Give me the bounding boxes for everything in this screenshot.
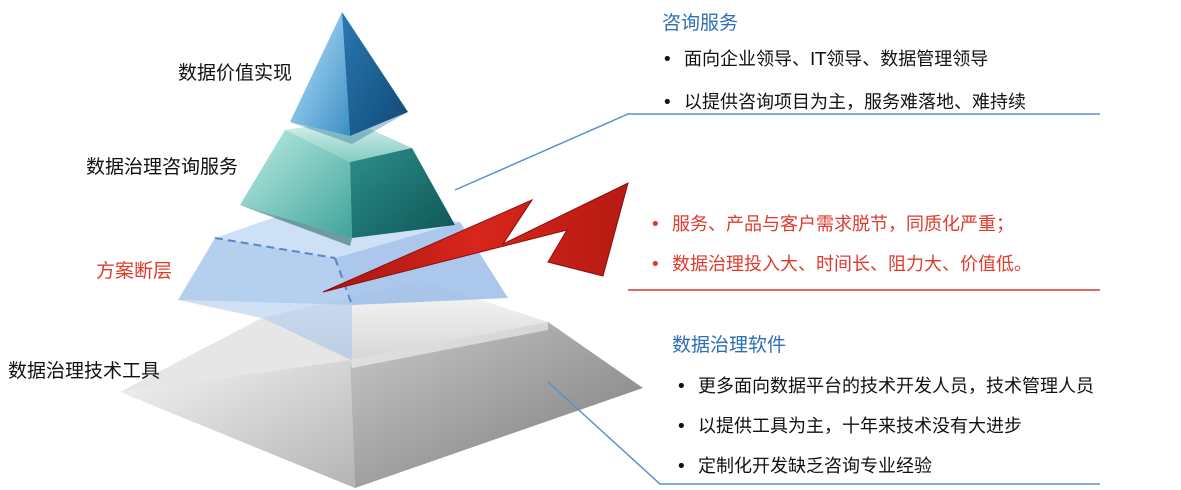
bullet-dot: • [662,49,673,70]
bullet-dot: • [650,254,661,275]
label-consulting-service: 数据治理咨询服务 [86,156,239,178]
consulting-item: • 以提供咨询项目为主，服务难落地、难持续 [662,88,1026,114]
consulting-item: • 面向企业领导、IT领导、数据管理领导 [662,45,988,71]
software-item: • 更多面向数据平台的技术开发人员，技术管理人员 [676,372,1094,398]
bullet-dot: • [676,456,687,477]
tools-layer [120,280,643,488]
software-item-text: 更多面向数据平台的技术开发人员，技术管理人员 [698,376,1094,397]
bullet-dot: • [676,416,687,437]
label-data-value: 数据价值实现 [178,62,293,84]
label-tech-tools: 数据治理技术工具 [8,360,161,382]
consulting-item-text: 面向企业领导、IT领导、数据管理领导 [684,49,989,70]
bullet-dot: • [662,92,673,113]
consulting-item-text: 以提供咨询项目为主，服务难落地、难持续 [684,92,1026,113]
gap-issue-text: 数据治理投入大、时间长、阻力大、价值低。 [672,254,1032,275]
consulting-title: 咨询服务 [662,12,739,34]
gap-issue-item: • 数据治理投入大、时间长、阻力大、价值低。 [650,250,1032,276]
consult-layer [240,120,455,246]
software-title: 数据治理软件 [672,334,787,356]
software-item-text: 定制化开发缺乏咨询专业经验 [698,456,932,477]
label-solution-gap: 方案断层 [96,260,173,282]
bullet-dot: • [676,376,687,397]
bullet-dot: • [650,214,661,235]
top-layer [290,12,408,144]
software-item: • 定制化开发缺乏咨询专业经验 [676,452,932,478]
connector-lines [454,113,1100,485]
gap-issue-text: 服务、产品与客户需求脱节，同质化严重； [672,214,1014,235]
lightning-bolt-icon [322,182,629,293]
software-item-text: 以提供工具为主，十年来技术没有大进步 [698,416,1022,437]
gap-issue-item: • 服务、产品与客户需求脱节，同质化严重； [650,210,1014,236]
software-item: • 以提供工具为主，十年来技术没有大进步 [676,412,1022,438]
